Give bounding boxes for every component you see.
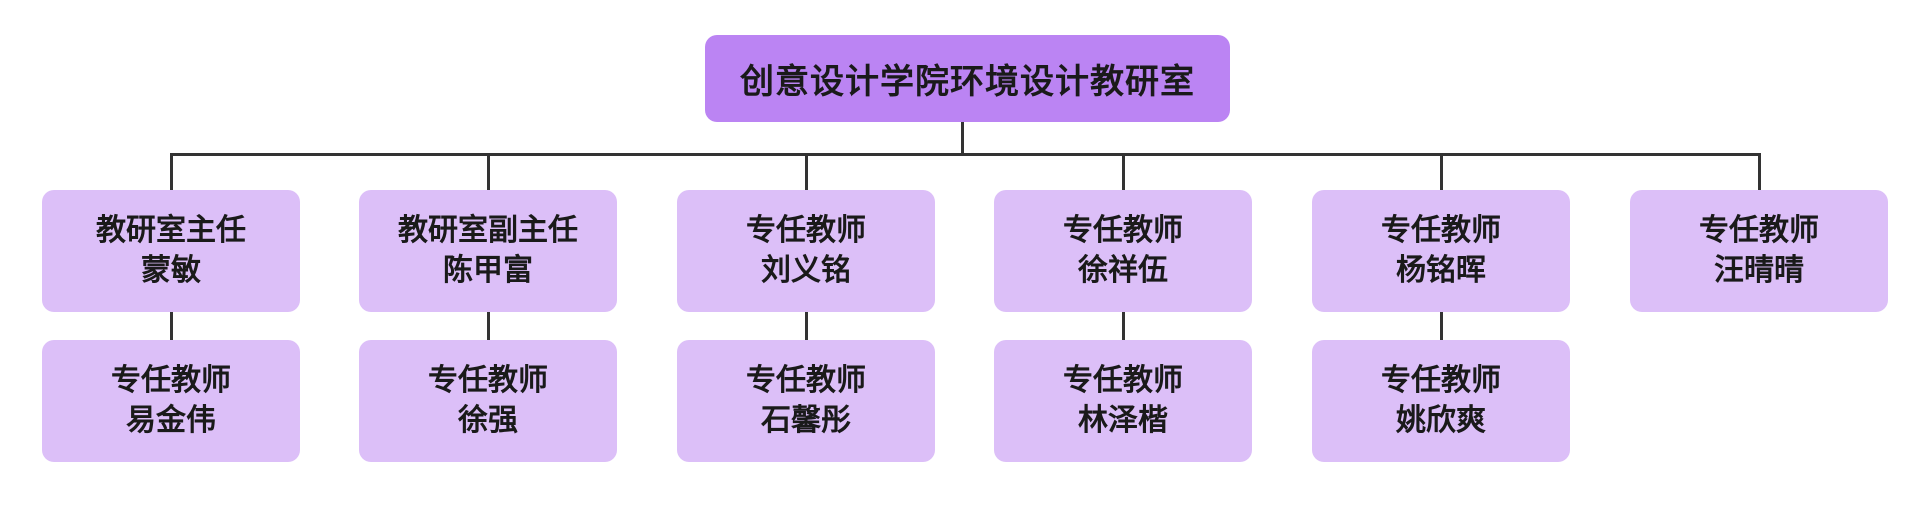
member-name: 石馨彤 <box>761 403 851 438</box>
member-node: 专任教师刘义铭 <box>677 190 935 312</box>
member-role: 专任教师 <box>746 363 866 398</box>
member-role: 专任教师 <box>428 363 548 398</box>
member-name: 陈甲富 <box>443 253 533 288</box>
member-node: 教研室副主任陈甲富 <box>359 190 617 312</box>
member-role: 专任教师 <box>746 213 866 248</box>
root-connector <box>960 122 964 155</box>
member-node: 专任教师杨铭晖 <box>1312 190 1570 312</box>
member-role: 专任教师 <box>1381 363 1501 398</box>
column-connector <box>169 154 173 190</box>
member-role: 专任教师 <box>1063 213 1183 248</box>
member-name: 林泽楷 <box>1078 403 1168 438</box>
member-name: 刘义铭 <box>761 253 851 288</box>
member-name: 蒙敏 <box>141 253 201 288</box>
member-node: 专任教师汪晴晴 <box>1630 190 1888 312</box>
member-connector <box>169 312 173 340</box>
member-name: 徐强 <box>458 403 518 438</box>
member-node: 专任教师易金伟 <box>42 340 300 462</box>
member-node: 专任教师徐祥伍 <box>994 190 1252 312</box>
root-node: 创意设计学院环境设计教研室 <box>705 35 1230 122</box>
member-name: 姚欣爽 <box>1396 403 1486 438</box>
member-node: 专任教师姚欣爽 <box>1312 340 1570 462</box>
member-role: 专任教师 <box>111 363 231 398</box>
member-role: 专任教师 <box>1063 363 1183 398</box>
column-connector <box>804 154 808 190</box>
member-role: 专任教师 <box>1699 213 1819 248</box>
member-connector <box>486 312 490 340</box>
member-node: 专任教师徐强 <box>359 340 617 462</box>
column-connector <box>1121 154 1125 190</box>
root-title: 创意设计学院环境设计教研室 <box>740 62 1195 102</box>
member-role: 教研室主任 <box>96 213 246 248</box>
member-connector <box>804 312 808 340</box>
member-name: 易金伟 <box>126 403 216 438</box>
member-role: 专任教师 <box>1381 213 1501 248</box>
member-name: 汪晴晴 <box>1714 253 1804 288</box>
column-connector <box>486 154 490 190</box>
member-node: 专任教师林泽楷 <box>994 340 1252 462</box>
member-role: 教研室副主任 <box>398 213 578 248</box>
member-connector <box>1439 312 1443 340</box>
member-node: 专任教师石馨彤 <box>677 340 935 462</box>
column-connector <box>1439 154 1443 190</box>
bus-connector <box>169 152 1761 156</box>
member-name: 徐祥伍 <box>1078 253 1168 288</box>
column-connector <box>1757 154 1761 190</box>
member-connector <box>1121 312 1125 340</box>
member-node: 教研室主任蒙敏 <box>42 190 300 312</box>
member-name: 杨铭晖 <box>1396 253 1486 288</box>
